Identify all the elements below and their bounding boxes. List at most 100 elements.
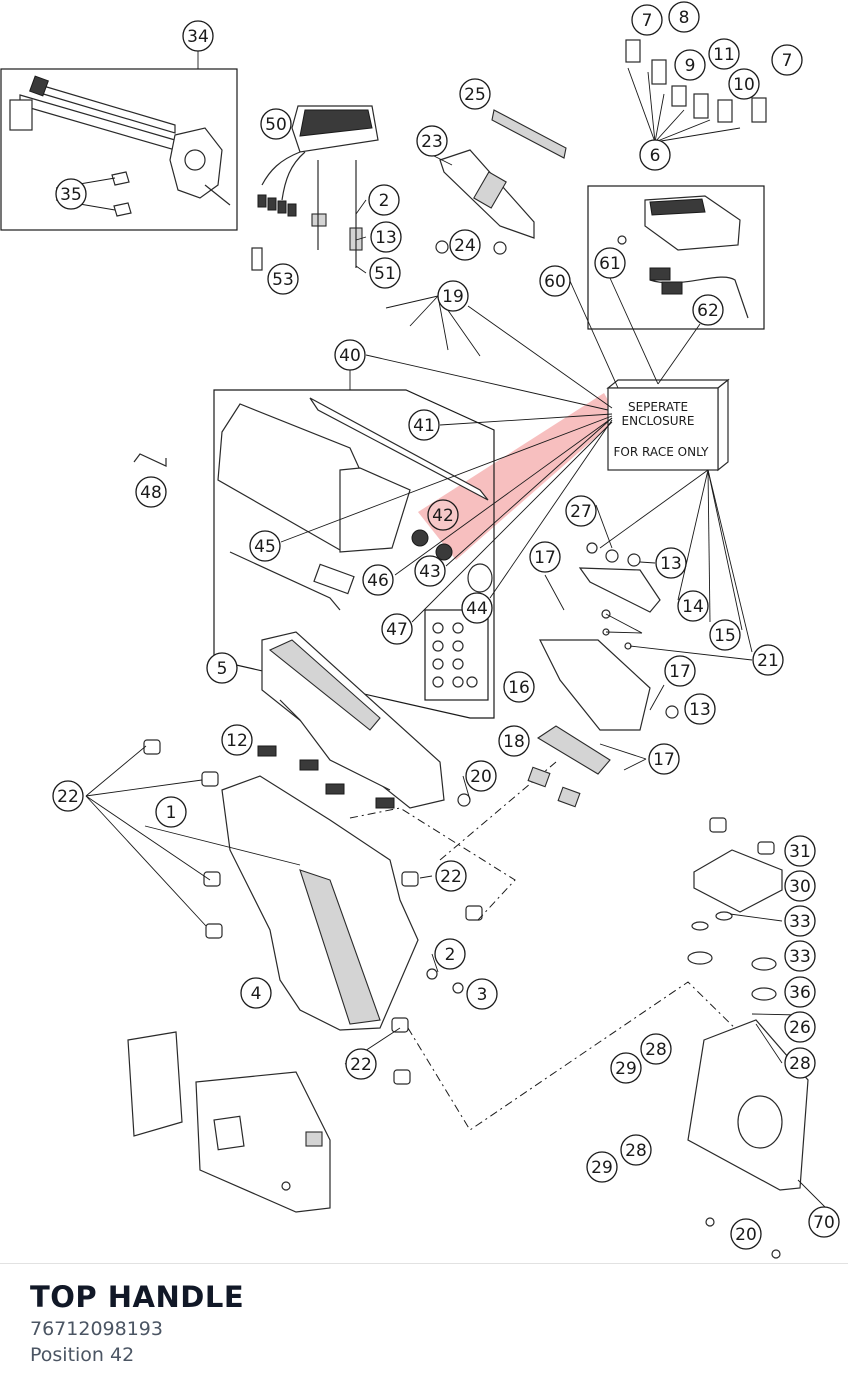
callout-36[interactable]: 36 bbox=[784, 976, 816, 1008]
callout-4[interactable]: 4 bbox=[240, 977, 272, 1009]
callout-label: 24 bbox=[454, 236, 476, 256]
callout-10[interactable]: 10 bbox=[728, 68, 760, 100]
callout-47[interactable]: 47 bbox=[381, 613, 413, 645]
callout-label: 7 bbox=[642, 11, 653, 31]
callout-17[interactable]: 17 bbox=[648, 743, 680, 775]
callout-26[interactable]: 26 bbox=[784, 1011, 816, 1043]
callout-50[interactable]: 50 bbox=[260, 108, 292, 140]
callout-5[interactable]: 5 bbox=[206, 652, 238, 684]
callout-53[interactable]: 53 bbox=[267, 263, 299, 295]
callout-28[interactable]: 28 bbox=[640, 1033, 672, 1065]
callout-1[interactable]: 1 bbox=[155, 796, 187, 828]
callout-40[interactable]: 40 bbox=[334, 339, 366, 371]
callout-22[interactable]: 22 bbox=[345, 1048, 377, 1080]
callout-31[interactable]: 31 bbox=[784, 835, 816, 867]
callout-label: 20 bbox=[735, 1225, 757, 1245]
callout-8[interactable]: 8 bbox=[668, 1, 700, 33]
callout-19[interactable]: 19 bbox=[437, 280, 469, 312]
callout-33[interactable]: 33 bbox=[784, 940, 816, 972]
leader-line bbox=[599, 743, 647, 760]
callout-70[interactable]: 70 bbox=[808, 1206, 840, 1238]
callout-43[interactable]: 43 bbox=[414, 555, 446, 587]
leader-line bbox=[462, 775, 471, 801]
callout-label: 28 bbox=[645, 1040, 667, 1060]
leader-line bbox=[467, 305, 613, 409]
callout-61[interactable]: 61 bbox=[594, 247, 626, 279]
leader-line bbox=[647, 71, 656, 143]
callout-22[interactable]: 22 bbox=[52, 780, 84, 812]
callout-6[interactable]: 6 bbox=[639, 139, 671, 171]
leader-line bbox=[649, 684, 665, 711]
callout-label: 9 bbox=[685, 56, 696, 76]
callout-2[interactable]: 2 bbox=[434, 938, 466, 970]
callout-label: 3 bbox=[477, 985, 488, 1005]
callout-34[interactable]: 34 bbox=[182, 20, 214, 52]
callout-28[interactable]: 28 bbox=[784, 1047, 816, 1079]
callout-51[interactable]: 51 bbox=[369, 257, 401, 289]
leader-lines bbox=[55, 50, 827, 1209]
leader-line bbox=[654, 119, 711, 143]
callout-3[interactable]: 3 bbox=[466, 978, 498, 1010]
callout-62[interactable]: 62 bbox=[692, 294, 724, 326]
callout-35[interactable]: 35 bbox=[55, 178, 87, 210]
callout-46[interactable]: 46 bbox=[362, 564, 394, 596]
frame-gasket-kit bbox=[424, 609, 489, 701]
callout-44[interactable]: 44 bbox=[461, 592, 493, 624]
callout-13[interactable]: 13 bbox=[655, 547, 687, 579]
callout-7[interactable]: 7 bbox=[771, 44, 803, 76]
callout-label: 28 bbox=[625, 1141, 647, 1161]
callout-21[interactable]: 21 bbox=[752, 644, 784, 676]
enclosure-kit-drawing bbox=[617, 195, 749, 319]
callout-13[interactable]: 13 bbox=[684, 693, 716, 725]
callout-2[interactable]: 2 bbox=[368, 184, 400, 216]
leader-line bbox=[654, 93, 665, 143]
callout-label: 10 bbox=[733, 75, 755, 95]
part-title: TOP HANDLE bbox=[30, 1280, 245, 1314]
callout-33[interactable]: 33 bbox=[784, 905, 816, 937]
callout-48[interactable]: 48 bbox=[135, 476, 167, 508]
callout-16[interactable]: 16 bbox=[503, 671, 535, 703]
callout-42[interactable]: 42 bbox=[427, 499, 459, 531]
callout-label: 6 bbox=[650, 146, 661, 166]
callout-15[interactable]: 15 bbox=[709, 619, 741, 651]
leader-line bbox=[409, 295, 439, 327]
callout-13[interactable]: 13 bbox=[370, 221, 402, 253]
callout-27[interactable]: 27 bbox=[565, 495, 597, 527]
callout-25[interactable]: 25 bbox=[459, 78, 491, 110]
callout-29[interactable]: 29 bbox=[610, 1052, 642, 1084]
clip-set-drawing bbox=[257, 745, 395, 809]
callout-18[interactable]: 18 bbox=[498, 725, 530, 757]
staple-drawing bbox=[133, 453, 167, 467]
leader-line bbox=[797, 1179, 827, 1209]
callout-7[interactable]: 7 bbox=[631, 4, 663, 36]
callout-24[interactable]: 24 bbox=[449, 229, 481, 261]
callout-label: 70 bbox=[813, 1213, 835, 1233]
callout-20[interactable]: 20 bbox=[465, 760, 497, 792]
callout-20[interactable]: 20 bbox=[730, 1218, 762, 1250]
frame-separate-enclosure-kit bbox=[587, 185, 765, 330]
callout-9[interactable]: 9 bbox=[674, 49, 706, 81]
callout-28[interactable]: 28 bbox=[620, 1134, 652, 1166]
callout-label: 13 bbox=[689, 700, 711, 720]
callout-17[interactable]: 17 bbox=[664, 655, 696, 687]
part-number: 76712098193 bbox=[30, 1318, 163, 1340]
callout-14[interactable]: 14 bbox=[677, 590, 709, 622]
callout-label: 4 bbox=[251, 984, 262, 1004]
callout-29[interactable]: 29 bbox=[586, 1151, 618, 1183]
leader-line bbox=[355, 236, 367, 241]
callout-45[interactable]: 45 bbox=[249, 530, 281, 562]
callout-label: 36 bbox=[789, 983, 811, 1003]
callout-label: 40 bbox=[339, 346, 361, 366]
leader-line bbox=[85, 795, 211, 881]
callout-11[interactable]: 11 bbox=[708, 38, 740, 70]
callout-23[interactable]: 23 bbox=[416, 125, 448, 157]
leader-line bbox=[729, 913, 783, 922]
leader-line bbox=[489, 419, 613, 599]
callout-41[interactable]: 41 bbox=[408, 409, 440, 441]
callout-label: 50 bbox=[265, 115, 287, 135]
callout-12[interactable]: 12 bbox=[221, 724, 253, 756]
callout-22[interactable]: 22 bbox=[435, 860, 467, 892]
callout-17[interactable]: 17 bbox=[529, 541, 561, 573]
callout-30[interactable]: 30 bbox=[784, 870, 816, 902]
callout-60[interactable]: 60 bbox=[539, 265, 571, 297]
